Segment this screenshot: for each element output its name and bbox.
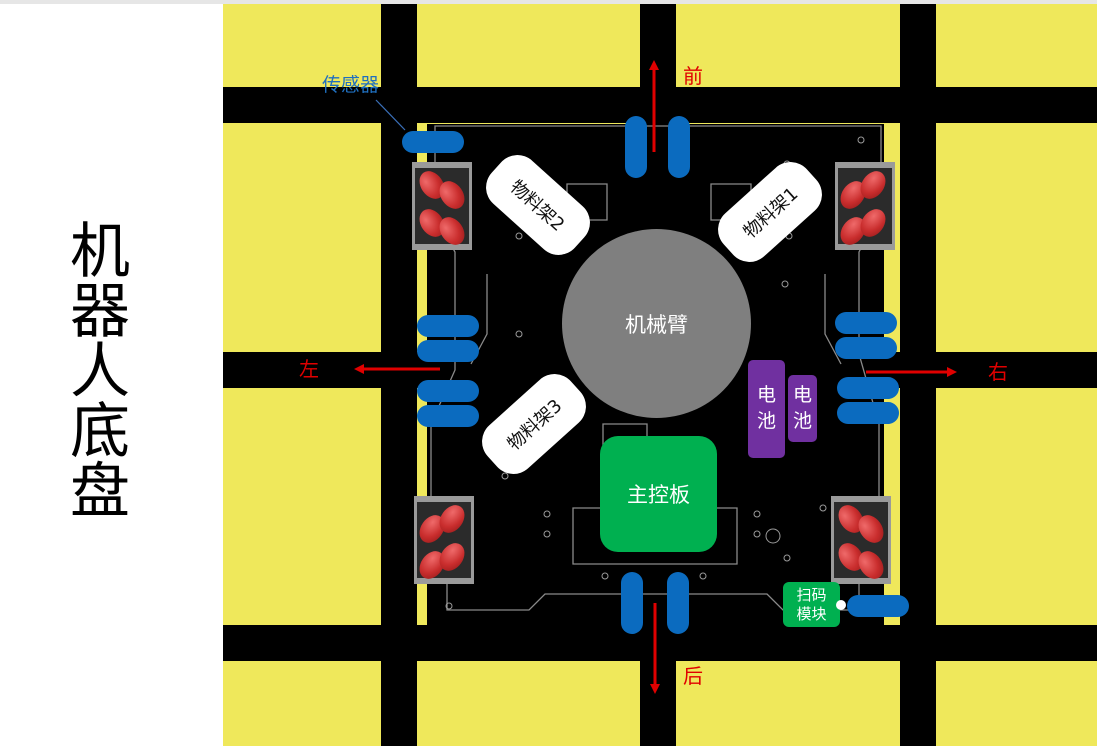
sensor-left-3 <box>417 380 479 402</box>
wheel-hub <box>835 166 892 250</box>
field-cell <box>936 388 1097 625</box>
title-char: 人 <box>70 337 130 407</box>
sensor-right-3 <box>837 377 899 399</box>
mecanum-wheel-front-left <box>412 162 472 250</box>
label-left: 左 <box>299 357 319 381</box>
sensor-back-right <box>667 572 689 634</box>
label-front: 前 <box>683 64 703 88</box>
battery-large: 电池 <box>748 360 785 458</box>
field-cell <box>676 4 900 87</box>
scanner-module: 扫码 模块 <box>783 582 840 627</box>
field-cell <box>417 661 640 746</box>
sensor-left-2 <box>417 340 479 362</box>
page-title: 机 器 人 底 盘 <box>60 222 140 522</box>
robot-arm: 机械臂 <box>562 229 751 418</box>
wheel-hub <box>414 166 470 250</box>
wheel-hub <box>414 500 471 584</box>
main-control-board: 主控板 <box>600 436 717 552</box>
sensor-right-4 <box>837 402 899 424</box>
title-char: 机 <box>70 217 130 287</box>
field-cell <box>417 4 640 87</box>
wheel-hub <box>833 500 889 584</box>
sensor-left-1 <box>417 315 479 337</box>
field-cell <box>223 388 381 625</box>
sensor-right-2 <box>835 337 897 359</box>
sensor-label: 传感器 <box>322 74 380 96</box>
field-cell <box>223 123 381 352</box>
mecanum-wheel-rear-left <box>414 496 474 584</box>
battery-label: 电池 <box>756 384 776 432</box>
title-char: 盘 <box>70 457 130 527</box>
field-cell <box>936 123 1097 352</box>
top-border-line <box>0 0 1097 4</box>
field-cell <box>676 661 900 746</box>
sensor-scanner <box>847 595 909 617</box>
label-back: 后 <box>683 664 703 688</box>
sensor-top-left <box>402 131 464 153</box>
label-right: 右 <box>988 360 1008 384</box>
field-cell <box>223 661 381 746</box>
scanner-label: 扫码 模块 <box>796 585 827 623</box>
sensor-front-left <box>625 116 647 178</box>
title-char: 器 <box>70 277 130 347</box>
battery-small: 电池 <box>788 375 817 442</box>
sensor-right-1 <box>835 312 897 334</box>
field-cell <box>223 4 381 87</box>
mecanum-wheel-rear-right <box>831 496 891 584</box>
field-cell <box>936 4 1097 87</box>
battery-label: 电池 <box>792 383 812 432</box>
sensor-back-left <box>621 572 643 634</box>
sensor-front-right <box>668 116 690 178</box>
title-char: 底 <box>70 397 130 467</box>
scanner-connector-dot <box>836 600 846 610</box>
field-cell <box>936 661 1097 746</box>
mecanum-wheel-front-right <box>835 162 895 250</box>
sensor-left-4 <box>417 405 479 427</box>
